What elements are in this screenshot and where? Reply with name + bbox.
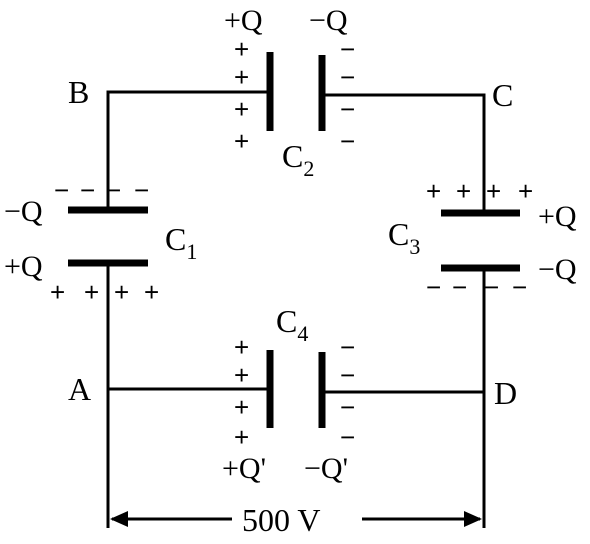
svg-text:−: −: [340, 34, 355, 64]
svg-text:−: −: [340, 392, 355, 422]
c1-name: C1: [165, 221, 197, 264]
c1-charge-negative: −Q: [4, 195, 43, 228]
c2-name: C2: [282, 138, 314, 181]
svg-text:−: −: [340, 94, 355, 124]
svg-text:+: +: [234, 422, 249, 452]
svg-text:−: −: [340, 126, 355, 156]
c4-name: C4: [276, 303, 308, 346]
svg-text:−: −: [54, 175, 69, 205]
c4-charge-negative: −Q': [304, 452, 348, 485]
svg-text:−: −: [80, 175, 95, 205]
svg-text:−: −: [106, 175, 121, 205]
svg-text:−: −: [512, 272, 527, 302]
node-label-c: C: [492, 77, 513, 113]
svg-text:+: +: [234, 392, 249, 422]
c1-charge-positive: +Q: [4, 250, 43, 283]
svg-text:−: −: [340, 62, 355, 92]
c2-charge-positive: +Q: [224, 4, 263, 37]
c2-plus-signs: + + + +: [234, 34, 249, 156]
svg-text:−: −: [134, 175, 149, 205]
c1-minus-signs: − − − −: [54, 175, 149, 205]
svg-text:+: +: [456, 176, 471, 206]
voltage-label: 500 V: [242, 502, 321, 538]
svg-text:+: +: [426, 176, 441, 206]
c3-minus-signs: − − − −: [426, 272, 527, 302]
c3-charge-negative: −Q: [538, 253, 577, 286]
c4-minus-signs: − − − −: [340, 332, 355, 452]
svg-text:+: +: [234, 62, 249, 92]
svg-text:+: +: [234, 126, 249, 156]
svg-text:+: +: [234, 360, 249, 390]
arrowhead-left-icon: [110, 511, 128, 527]
c2-charge-negative: −Q: [309, 4, 348, 37]
wire-c2-to-c: [322, 93, 486, 213]
c4-plus-signs: + + + +: [234, 332, 249, 452]
svg-text:+: +: [114, 277, 129, 307]
c1-plus-signs: + + + +: [50, 277, 159, 307]
svg-text:+: +: [50, 277, 65, 307]
c2-minus-signs: − − − −: [340, 34, 355, 156]
svg-text:+: +: [518, 176, 533, 206]
svg-text:+: +: [144, 277, 159, 307]
svg-text:−: −: [340, 422, 355, 452]
node-label-d: D: [494, 375, 517, 411]
c3-charge-positive: +Q: [538, 200, 577, 233]
arrowhead-right-icon: [464, 511, 482, 527]
node-label-b: B: [68, 74, 89, 110]
svg-text:−: −: [426, 272, 441, 302]
c3-plus-signs: + + + +: [426, 176, 533, 206]
svg-text:+: +: [234, 94, 249, 124]
svg-text:−: −: [340, 360, 355, 390]
node-label-a: A: [68, 371, 91, 407]
svg-text:−: −: [484, 272, 499, 302]
svg-text:−: −: [340, 332, 355, 362]
c4-charge-positive: +Q': [222, 452, 266, 485]
c3-name: C3: [388, 216, 420, 259]
wire-b-to-c2: [106, 90, 270, 208]
svg-text:+: +: [234, 34, 249, 64]
voltage-arrow: [110, 511, 482, 527]
svg-text:+: +: [486, 176, 501, 206]
svg-text:+: +: [84, 277, 99, 307]
svg-text:+: +: [234, 332, 249, 362]
svg-text:−: −: [452, 272, 467, 302]
